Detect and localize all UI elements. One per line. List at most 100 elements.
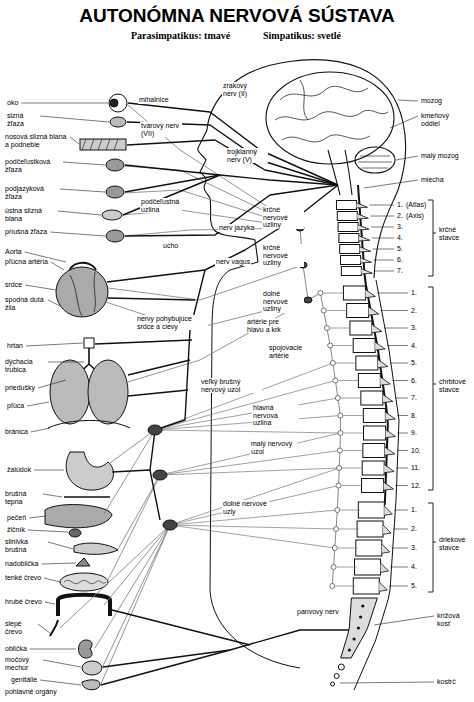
thoracic-vertebra bbox=[363, 409, 385, 423]
ramus bbox=[335, 586, 355, 587]
organ-label: žlčník bbox=[6, 526, 26, 534]
leader-line bbox=[370, 216, 394, 217]
organ-label: tenké črevo bbox=[4, 574, 42, 582]
brackets bbox=[428, 200, 436, 592]
organs bbox=[45, 94, 130, 690]
cerebellum bbox=[355, 147, 395, 173]
leader-line bbox=[51, 262, 64, 270]
vertebra-number: 5. bbox=[410, 582, 418, 590]
nerve-label: dolné nervové uzliny bbox=[262, 290, 304, 313]
ramus bbox=[342, 468, 362, 469]
thoracic-vertebra bbox=[362, 461, 384, 475]
spinous-process bbox=[369, 307, 379, 315]
leader-line bbox=[60, 189, 105, 192]
spinous-process bbox=[361, 269, 372, 274]
leader-line bbox=[40, 680, 81, 685]
spinous-process bbox=[386, 430, 396, 438]
leader-line bbox=[43, 494, 62, 497]
leader-line bbox=[48, 300, 60, 306]
ramus bbox=[337, 567, 357, 568]
parotid-gland bbox=[106, 230, 124, 242]
spinous-process bbox=[357, 214, 368, 219]
parasympathetic-nerve bbox=[95, 340, 192, 344]
spinous-process bbox=[382, 544, 390, 553]
cerebellum-folds bbox=[358, 156, 392, 168]
thoracic-vertebra bbox=[358, 374, 380, 388]
sublingual-gland bbox=[106, 186, 124, 198]
brainstem bbox=[328, 150, 352, 195]
leader-line bbox=[390, 363, 408, 364]
leader-line bbox=[44, 578, 60, 582]
vertebra-number: 1. bbox=[410, 506, 418, 514]
leader-line bbox=[390, 116, 418, 128]
genitals bbox=[82, 680, 100, 690]
parasympathetic-nerve bbox=[125, 175, 220, 192]
ramus bbox=[340, 510, 360, 511]
nerve-label: ucho bbox=[162, 242, 179, 250]
thoracic-vertebra bbox=[362, 479, 384, 493]
sacral-foramen bbox=[357, 626, 360, 629]
leader-line bbox=[387, 345, 408, 346]
gallbladder bbox=[69, 529, 81, 537]
chain-ganglion bbox=[338, 431, 343, 436]
nerve-label: artérie pre hlavu a krk bbox=[246, 318, 296, 333]
small-intestine-loops bbox=[64, 580, 106, 583]
spinous-process bbox=[384, 482, 394, 490]
sympathetic-nerve bbox=[110, 430, 155, 463]
nerve-label: hlavná nervová uzlina bbox=[252, 404, 299, 427]
organ-label: dýchacia trubica bbox=[4, 358, 46, 373]
nerve-label: podčeľustná uzlina bbox=[140, 198, 182, 213]
heart bbox=[56, 267, 108, 317]
chain-ganglion bbox=[331, 565, 336, 570]
organ-label: nosová slizná blana a podnebie bbox=[4, 133, 68, 148]
lumbar-vertebra bbox=[356, 540, 382, 556]
leader-line bbox=[40, 116, 109, 122]
nerve-label: nerv vagus bbox=[215, 258, 251, 266]
organ-label: pohlavné orgány bbox=[4, 688, 58, 696]
leader-line bbox=[396, 468, 408, 469]
nerve-label: veľký brušný nervový uzol bbox=[200, 378, 262, 393]
leader-line bbox=[364, 180, 418, 188]
sacral-foramen bbox=[359, 615, 362, 618]
body-front bbox=[210, 262, 300, 668]
leader-line bbox=[27, 402, 49, 406]
nasal-mucosa bbox=[80, 139, 126, 150]
leader-line bbox=[25, 285, 56, 290]
nerve-label: nerv jazyka bbox=[218, 224, 255, 232]
sympathetic-nerve bbox=[100, 525, 170, 686]
part-label: krížová kosť bbox=[436, 612, 474, 627]
spinous-process bbox=[361, 258, 372, 263]
leader-line bbox=[43, 660, 81, 667]
chain-ganglion bbox=[330, 361, 335, 366]
leader-line bbox=[391, 567, 408, 568]
chain-ganglion bbox=[335, 508, 340, 513]
adrenal bbox=[76, 558, 90, 566]
ramus bbox=[338, 548, 358, 549]
splanchnic-nerve bbox=[170, 525, 335, 548]
leader-line bbox=[392, 548, 408, 549]
ramus bbox=[341, 398, 361, 399]
organ-label: podjazyková žľaza bbox=[4, 185, 58, 200]
part-label: miecha bbox=[420, 176, 445, 184]
leader-line bbox=[398, 433, 408, 434]
splanchnic-nerve bbox=[160, 433, 341, 475]
vertebra-number: 9. bbox=[410, 429, 418, 437]
spinous-process bbox=[380, 377, 390, 385]
vertebra-number: 12. bbox=[410, 482, 422, 490]
group-label: (Atlas) bbox=[405, 201, 427, 209]
vertebra-number: 11. bbox=[410, 464, 421, 472]
spinous-process bbox=[385, 412, 395, 420]
ganglion bbox=[148, 425, 162, 435]
leader-line bbox=[374, 616, 434, 625]
diaphragm bbox=[48, 421, 130, 429]
vertebra-number: 2. bbox=[396, 212, 404, 220]
ganglion bbox=[163, 520, 177, 530]
leader-line bbox=[371, 227, 394, 228]
organ-label: slinivka brušná bbox=[4, 538, 46, 553]
parasympathetic-nerve bbox=[125, 165, 338, 185]
ramus bbox=[339, 529, 359, 530]
vertebra-number: 3. bbox=[410, 324, 418, 332]
parasympathetic-nerve bbox=[101, 650, 230, 685]
